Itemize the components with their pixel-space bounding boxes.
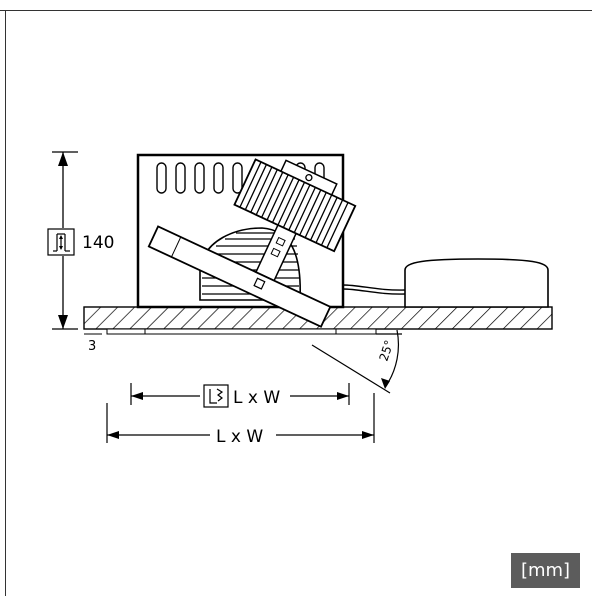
height-icon <box>47 228 75 256</box>
units-badge: [mm] <box>511 553 580 588</box>
frame-left-border <box>5 10 6 596</box>
ventilation-slots <box>156 162 325 194</box>
trim-ring <box>106 328 377 335</box>
overall-size-label: L x W <box>216 427 263 447</box>
tilt-angle-dimension <box>311 329 402 394</box>
cutout-dimension <box>130 383 350 405</box>
cutout-size-label: L x W <box>233 388 280 408</box>
height-dimension <box>52 151 78 330</box>
cutout-icon <box>203 384 229 408</box>
gap-value: 3 <box>88 339 96 354</box>
driver-unit <box>342 258 549 308</box>
gap-dimension: 3 <box>84 333 102 354</box>
heat-sink <box>233 158 357 253</box>
tilted-lamp-module <box>147 158 357 328</box>
height-value: 140 <box>82 233 114 253</box>
overall-dimension <box>106 393 375 443</box>
frame-top-border <box>0 10 592 11</box>
tilt-angle-value: 25° <box>377 338 397 363</box>
